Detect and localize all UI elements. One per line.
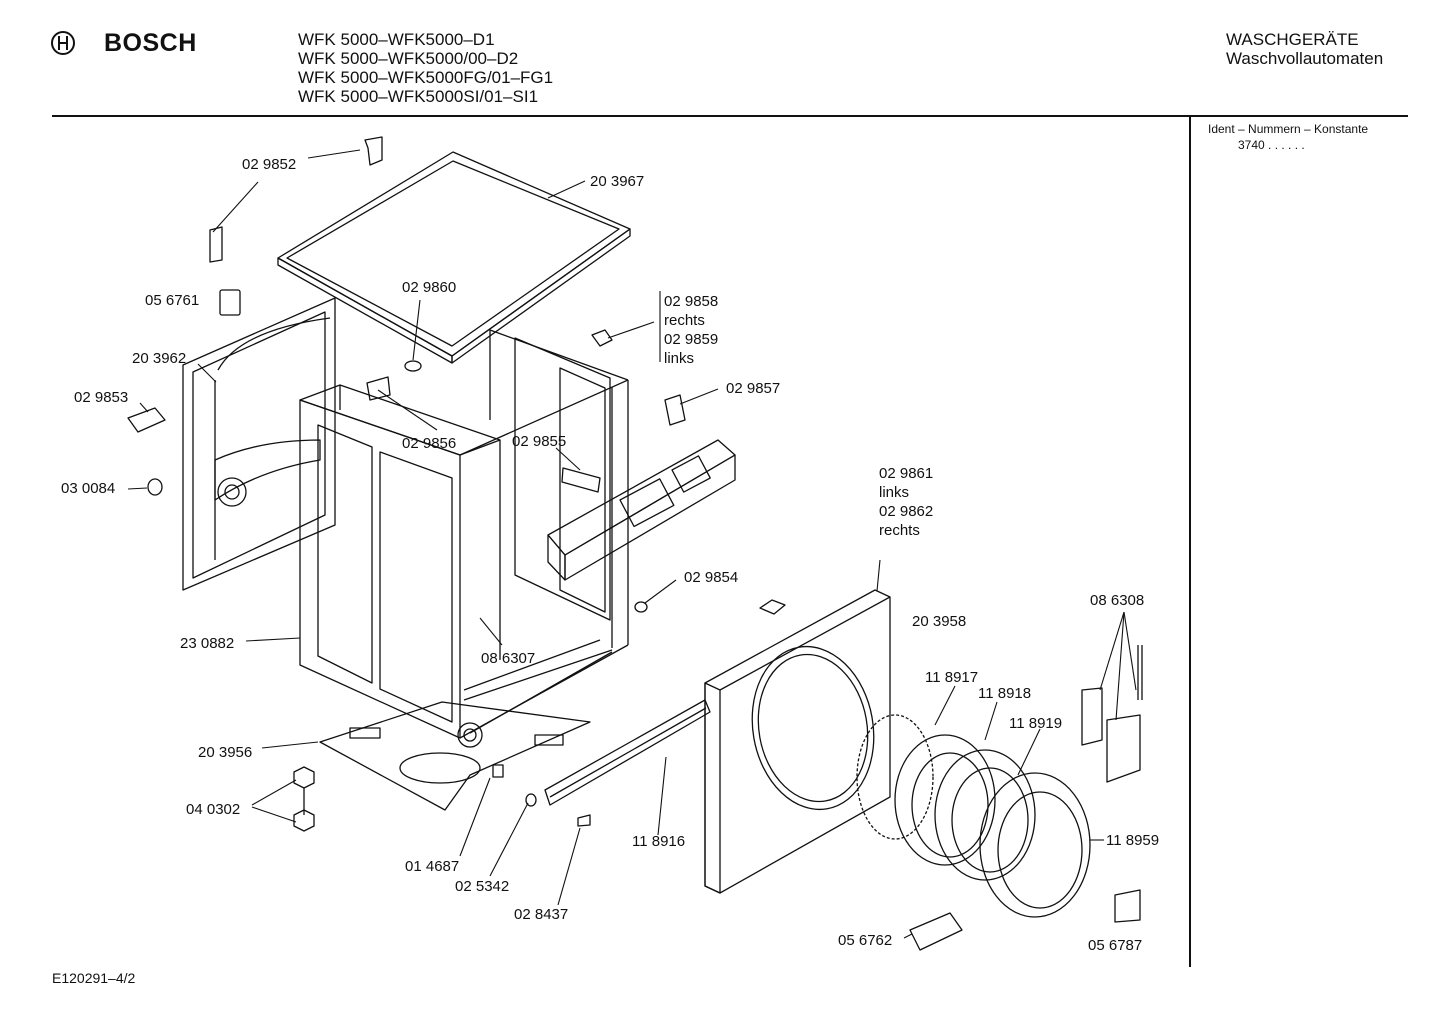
category-title: WASCHGERÄTE xyxy=(1226,30,1359,49)
part-label-040302: 04 0302 xyxy=(186,801,241,818)
screw-028437 xyxy=(577,814,591,827)
model-line-1: WFK 5000–WFK5000–D1 xyxy=(298,30,495,49)
washer-014687 xyxy=(492,764,504,778)
part-label-056787: 05 6787 xyxy=(1088,937,1143,954)
switch-029855 xyxy=(561,467,601,493)
knob-030084 xyxy=(147,478,163,496)
part-label-056761: 05 6761 xyxy=(145,292,200,309)
drawing-code: E120291–4/2 xyxy=(52,970,136,986)
part-label-029858: 02 9858 xyxy=(664,293,719,310)
front-panel xyxy=(704,589,891,894)
control-panel-frame xyxy=(547,439,736,581)
support-rail xyxy=(544,699,711,806)
bracket-029857 xyxy=(664,394,686,426)
part-label-rechts-1: rechts xyxy=(664,312,705,329)
hinge-top xyxy=(364,136,383,166)
ident-value: 3740 . . . . . . xyxy=(1238,138,1305,152)
part-label-203962: 20 3962 xyxy=(132,350,187,367)
bracket-029853 xyxy=(127,407,166,433)
part-label-203967: 20 3967 xyxy=(590,173,645,190)
hinge-left xyxy=(209,226,223,263)
lock-part-056761 xyxy=(219,289,241,316)
bracket-029861 xyxy=(759,599,786,615)
part-label-118959: 11 8959 xyxy=(1106,832,1160,849)
top-lid xyxy=(277,151,631,364)
latch-056762 xyxy=(909,912,963,951)
ident-title: Ident – Nummern – Konstante xyxy=(1208,122,1369,136)
ring-029854 xyxy=(634,601,648,613)
door-frame-118959-inner xyxy=(997,791,1083,909)
part-label-028437: 02 8437 xyxy=(514,906,569,923)
part-label-056762: 05 6762 xyxy=(838,932,893,949)
washer-025342 xyxy=(525,793,537,807)
part-label-029859: 02 9859 xyxy=(664,331,719,348)
door-ring-118918-inner xyxy=(911,752,989,858)
part-label-029861: 02 9861 xyxy=(879,465,934,482)
part-label-029852: 02 9852 xyxy=(242,156,297,173)
part-label-links-1: links xyxy=(664,350,695,367)
header-rule xyxy=(52,115,1408,117)
seal-118917 xyxy=(856,714,934,840)
model-line-2: WFK 5000–WFK5000/00–D2 xyxy=(298,49,519,68)
part-label-118918: 11 8918 xyxy=(978,685,1032,702)
door-hinge-086308 xyxy=(1081,645,1143,783)
part-label-029853: 02 9853 xyxy=(74,389,129,406)
door-ring-118918 xyxy=(894,734,996,866)
part-label-118919: 11 8919 xyxy=(1009,715,1063,732)
leader-lines xyxy=(127,149,1137,939)
handle-056787 xyxy=(1114,889,1141,923)
part-label-029861-group: 02 9861 links 02 9862 rechts xyxy=(879,464,933,540)
left-side-panel xyxy=(182,297,336,591)
door-glass-118919-inner xyxy=(951,767,1029,873)
part-label-230882: 23 0882 xyxy=(180,635,235,652)
model-line-3: WFK 5000–WFK5000FG/01–FG1 xyxy=(298,68,554,87)
model-line-4: WFK 5000–WFK5000SI/01–SI1 xyxy=(298,87,539,106)
clip-029856 xyxy=(366,376,391,401)
part-label-203958: 20 3958 xyxy=(912,613,967,630)
door-glass-118919 xyxy=(934,749,1036,881)
part-label-118916: 11 8916 xyxy=(632,833,686,850)
part-label-118917: 11 8917 xyxy=(925,669,979,686)
category-subtitle: Waschvollautomaten xyxy=(1226,49,1384,68)
part-label-086308: 08 6308 xyxy=(1090,592,1145,609)
part-label-029858-group: 02 9858 rechts 02 9859 links xyxy=(664,292,718,368)
part-label-rechts-2: rechts xyxy=(879,522,920,539)
door-frame-118959 xyxy=(979,772,1091,918)
grommet-029860 xyxy=(404,360,422,372)
part-label-203956: 20 3956 xyxy=(198,744,253,761)
part-label-links-2: links xyxy=(879,484,910,501)
clip-029858 xyxy=(591,329,613,347)
part-label-029856: 02 9856 xyxy=(402,435,457,452)
model-list: WFK 5000–WFK5000–D1 WFK 5000–WFK5000/00–… xyxy=(298,30,553,106)
part-label-014687: 01 4687 xyxy=(405,858,460,875)
part-label-029854: 02 9854 xyxy=(684,569,739,586)
part-label-086307: 08 6307 xyxy=(481,650,536,667)
cabinet-frame xyxy=(299,329,629,748)
base-plate xyxy=(319,701,591,811)
part-label-029862: 02 9862 xyxy=(879,503,934,520)
part-label-030084: 03 0084 xyxy=(61,480,116,497)
sidebar-divider xyxy=(1189,117,1191,967)
part-label-029857: 02 9857 xyxy=(726,380,781,397)
bosch-logo-icon xyxy=(50,30,76,61)
category-block: WASCHGERÄTE Waschvollautomaten xyxy=(1226,30,1383,68)
brand-name: BOSCH xyxy=(104,29,197,57)
part-label-029855: 02 9855 xyxy=(512,433,567,450)
part-label-025342: 02 5342 xyxy=(455,878,510,895)
part-label-029860: 02 9860 xyxy=(402,279,457,296)
adjustable-foot xyxy=(293,766,315,832)
